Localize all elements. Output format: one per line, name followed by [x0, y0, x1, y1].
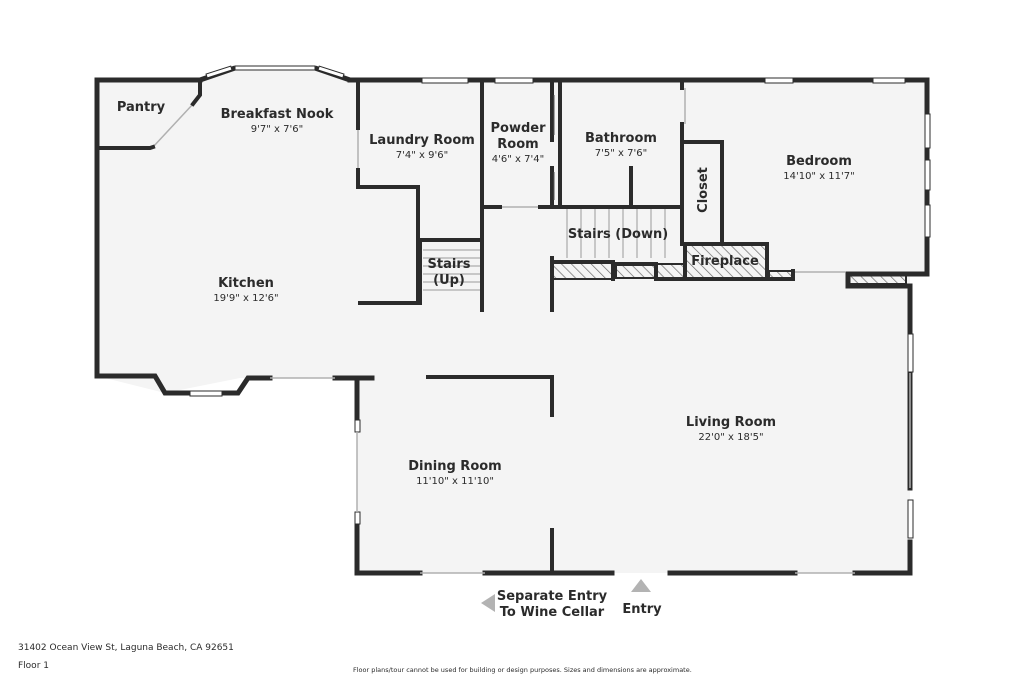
interior-walls: [95, 78, 795, 572]
laundry-room-dims: 7'4" x 9'6": [396, 150, 448, 161]
breakfast-nook-label: Breakfast Nook: [221, 107, 334, 122]
disclaimer: Floor plans/tour cannot be used for buil…: [353, 666, 692, 674]
kitchen-dims: 19'9" x 12'6": [213, 293, 278, 304]
fireplace-label: Fireplace: [691, 254, 759, 269]
exterior-walls: [94, 77, 930, 576]
stairs-up-label-line1: Stairs: [428, 257, 471, 272]
floor-label: Floor 1: [18, 661, 49, 671]
living-room-label: Living Room: [686, 415, 776, 430]
closet-label: Closet: [696, 167, 711, 213]
kitchen-label: Kitchen: [218, 276, 274, 291]
wine-cellar-entry-line1: Separate Entry: [497, 589, 608, 604]
stairs-up-steps: [423, 249, 480, 291]
dining-room-label: Dining Room: [408, 459, 501, 474]
hearth-hatch-left: [552, 261, 614, 280]
windows: [189, 65, 931, 539]
fireplace-box: [683, 242, 769, 281]
entry-arrow-icon: [631, 579, 651, 592]
bathroom-label: Bathroom: [585, 131, 657, 146]
property-address: 31402 Ocean View St, Laguna Beach, CA 92…: [18, 643, 234, 653]
wine-cellar-entry-line2: To Wine Cellar: [500, 605, 605, 620]
openings: [152, 88, 911, 574]
breakfast-nook-dims: 9'7" x 7'6": [251, 124, 303, 135]
powder-room-label-line1: Powder: [490, 121, 546, 136]
stairs-up-label-line2: (Up): [433, 273, 465, 288]
laundry-room-label: Laundry Room: [369, 133, 475, 148]
floor-area: [97, 68, 927, 573]
pantry-label: Pantry: [117, 100, 166, 115]
entry-label: Entry: [622, 602, 662, 617]
stairs-down-label: Stairs (Down): [568, 227, 668, 242]
bathroom-dims: 7'5" x 7'6": [595, 148, 647, 159]
powder-room-dims: 4'6" x 7'4": [492, 154, 544, 165]
living-room-dims: 22'0" x 18'5": [698, 432, 763, 443]
wine-cellar-arrow-icon: [481, 594, 495, 612]
dining-room-dims: 11'10" x 11'10": [416, 476, 494, 487]
hearth-hatch-center: [615, 263, 685, 279]
bedroom-dims: 14'10" x 11'7": [783, 171, 855, 182]
bedroom-label: Bedroom: [786, 154, 852, 169]
powder-room-label-line2: Room: [497, 137, 538, 152]
